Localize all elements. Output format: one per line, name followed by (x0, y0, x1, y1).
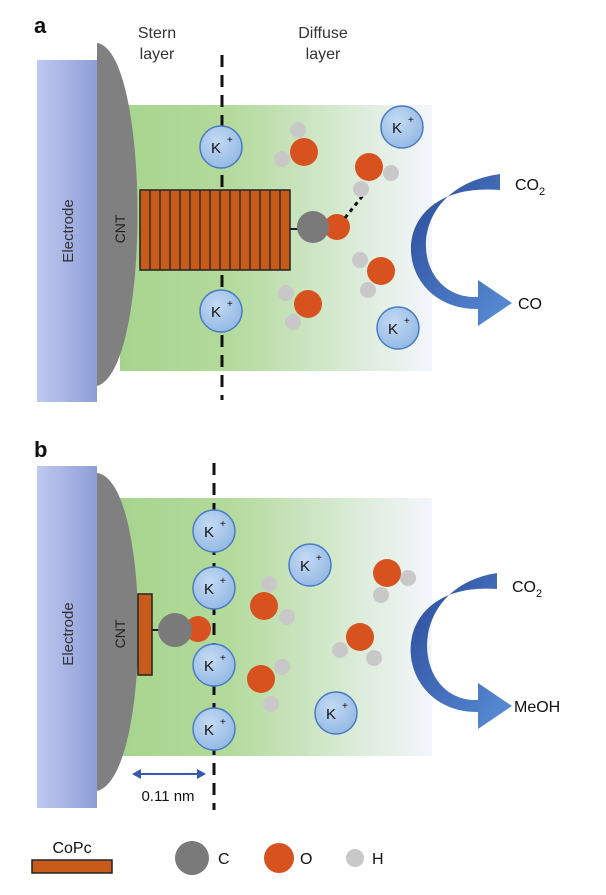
water-molecule (352, 252, 395, 298)
svg-text:+: + (227, 299, 233, 310)
legend-carbon-swatch (175, 841, 209, 875)
legend-oxygen-label: O (300, 851, 312, 868)
svg-text:K: K (211, 140, 221, 157)
k-ion: K + (288, 543, 332, 587)
distance-label: 0.11 nm (141, 788, 194, 805)
svg-text:+: + (408, 115, 414, 126)
copc-molecule (137, 593, 153, 676)
water-molecule (332, 623, 382, 666)
svg-text:K: K (204, 722, 214, 739)
product-label: CO (518, 296, 542, 313)
reactant-label: CO2 (515, 177, 545, 198)
svg-text:K: K (388, 321, 398, 338)
k-ion: K + (199, 289, 243, 333)
electrode (37, 60, 97, 402)
hydrogen-bond-line (343, 193, 366, 219)
k-ion: K + (380, 105, 424, 149)
svg-text:K: K (204, 658, 214, 675)
reaction-arrow (410, 174, 512, 326)
electrode-label: Electrode (60, 199, 77, 262)
k-ion: K + (314, 691, 358, 735)
svg-text:K: K (326, 706, 336, 723)
oxygen-atom (185, 616, 211, 642)
svg-text:K: K (392, 120, 402, 137)
k-ion: K + (192, 509, 236, 553)
svg-text:K: K (211, 304, 221, 321)
cnt-label: CNT (112, 214, 128, 243)
svg-text:K: K (204, 581, 214, 598)
water-molecule (373, 559, 416, 603)
legend-copc-swatch (31, 859, 113, 874)
legend-hydrogen-swatch (346, 849, 364, 867)
legend: CoPc C O H (31, 840, 384, 875)
svg-text:+: + (220, 653, 226, 664)
svg-text:+: + (220, 717, 226, 728)
electrode-label: Electrode (60, 602, 77, 665)
k-ion: K + (192, 643, 236, 687)
water-molecule (274, 122, 318, 167)
water-molecule (247, 659, 290, 712)
svg-text:+: + (342, 701, 348, 712)
cnt (97, 473, 139, 791)
electrode (37, 466, 97, 808)
k-ion: K + (192, 707, 236, 751)
stern-layer-label-line2: layer (140, 46, 175, 63)
water-molecule (353, 153, 399, 197)
svg-text:K: K (300, 558, 310, 575)
stern-layer-label-line1: Stern (138, 25, 176, 42)
carbon-atom (158, 613, 192, 647)
svg-text:K: K (204, 524, 214, 541)
reactant-label: CO2 (512, 579, 542, 600)
svg-text:+: + (220, 519, 226, 530)
cnt-label: CNT (112, 619, 128, 648)
svg-text:+: + (227, 135, 233, 146)
svg-text:+: + (220, 576, 226, 587)
svg-text:+: + (404, 316, 410, 327)
oxygen-atom (324, 214, 350, 240)
legend-oxygen-swatch (264, 843, 294, 873)
diffuse-layer-label-line2: layer (306, 46, 341, 63)
panel-a: a Stern layer Diffuse layer Electrode CN… (34, 13, 545, 402)
panel-b-letter: b (34, 437, 47, 462)
cnt (97, 43, 138, 386)
product-label: MeOH (514, 699, 560, 716)
water-molecule (250, 576, 295, 625)
k-ion: K + (376, 306, 420, 350)
legend-carbon-label: C (218, 851, 230, 868)
carbon-atom (297, 211, 329, 243)
panel-a-letter: a (34, 13, 47, 38)
reaction-arrow (410, 573, 512, 729)
legend-hydrogen-label: H (372, 851, 384, 868)
legend-copc-label: CoPc (52, 840, 91, 857)
water-molecule (278, 285, 322, 330)
k-ion: K + (199, 125, 243, 169)
svg-text:+: + (316, 553, 322, 564)
copc-stack (139, 189, 291, 271)
diffuse-layer-label-line1: Diffuse (298, 25, 348, 42)
k-ion: K + (192, 566, 236, 610)
panel-b: b Electrode CNT K + K + K + K (34, 437, 560, 810)
